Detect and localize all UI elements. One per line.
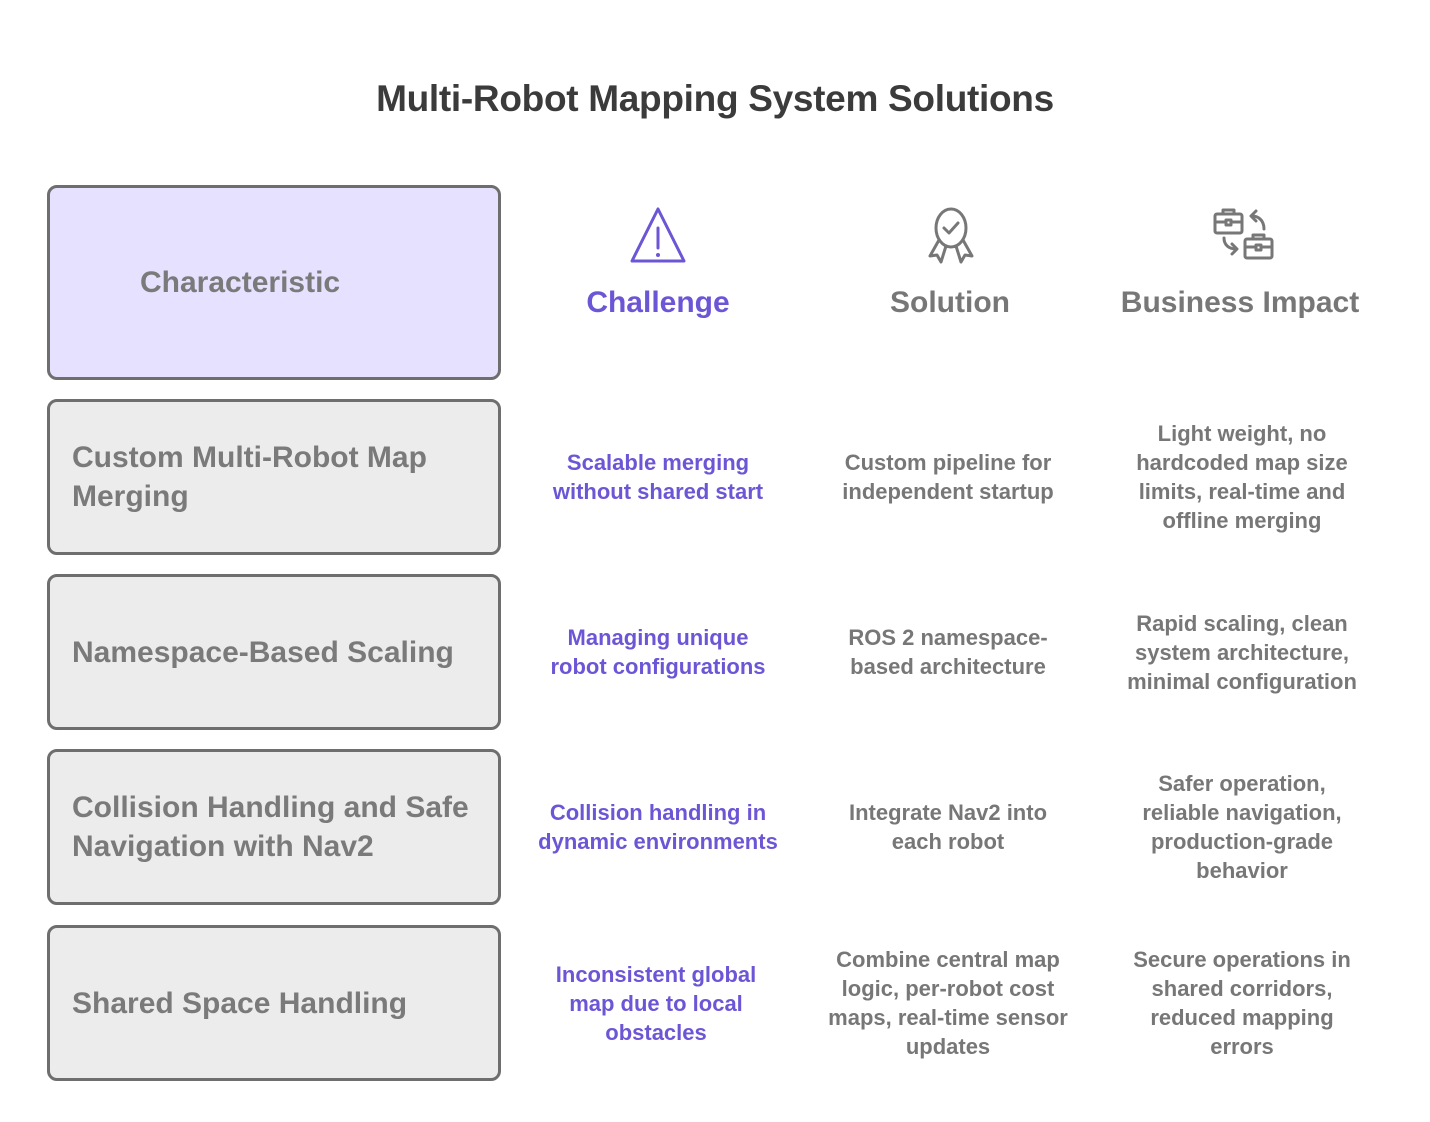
characteristic-box: Namespace-Based Scaling bbox=[47, 574, 501, 730]
characteristic-label: Custom Multi-Robot Map Merging bbox=[72, 441, 427, 513]
column-header-solution: Solution bbox=[890, 286, 1010, 319]
challenge-cell: Collision handling in dynamic environmen… bbox=[538, 800, 778, 854]
characteristic-box: Custom Multi-Robot Map Merging bbox=[47, 399, 501, 555]
impact-cell: Secure operations in shared corridors, r… bbox=[1133, 947, 1351, 1059]
challenge-cell: Scalable merging without shared start bbox=[552, 450, 764, 504]
header-characteristic-box: Characteristic bbox=[47, 185, 501, 380]
characteristic-label: Collision Handling and Safe Navigation w… bbox=[72, 791, 469, 863]
solution-cell: Custom pipeline for independent startup bbox=[842, 450, 1054, 504]
solution-cell: ROS 2 namespace-based architecture bbox=[848, 625, 1048, 679]
characteristic-box: Shared Space Handling bbox=[47, 925, 501, 1081]
challenge-cell: Managing unique robot configurations bbox=[550, 625, 766, 679]
characteristic-label: Shared Space Handling bbox=[72, 986, 408, 1020]
column-header-business-impact: Business Impact bbox=[1120, 286, 1360, 319]
header-characteristic-label: Characteristic bbox=[140, 266, 341, 299]
briefcase-exchange-icon bbox=[1213, 208, 1274, 260]
solution-cell: Combine central map logic, per-robot cos… bbox=[828, 947, 1068, 1059]
impact-cell: Light weight, no hardcoded map size limi… bbox=[1136, 421, 1348, 533]
challenge-cell: Inconsistent global map due to local obs… bbox=[555, 961, 757, 1045]
characteristic-label: Namespace-Based Scaling bbox=[72, 635, 454, 669]
warning-triangle-icon bbox=[630, 207, 686, 263]
award-badge-icon bbox=[928, 207, 974, 264]
solution-cell: Integrate Nav2 into each robot bbox=[848, 800, 1048, 854]
impact-cell: Safer operation, reliable navigation, pr… bbox=[1142, 771, 1342, 883]
diagram-title: Multi-Robot Mapping System Solutions bbox=[376, 78, 1054, 119]
impact-cell: Rapid scaling, clean system architecture… bbox=[1127, 610, 1357, 694]
column-header-challenge: Challenge bbox=[586, 286, 730, 319]
characteristic-box: Collision Handling and Safe Navigation w… bbox=[47, 749, 501, 905]
